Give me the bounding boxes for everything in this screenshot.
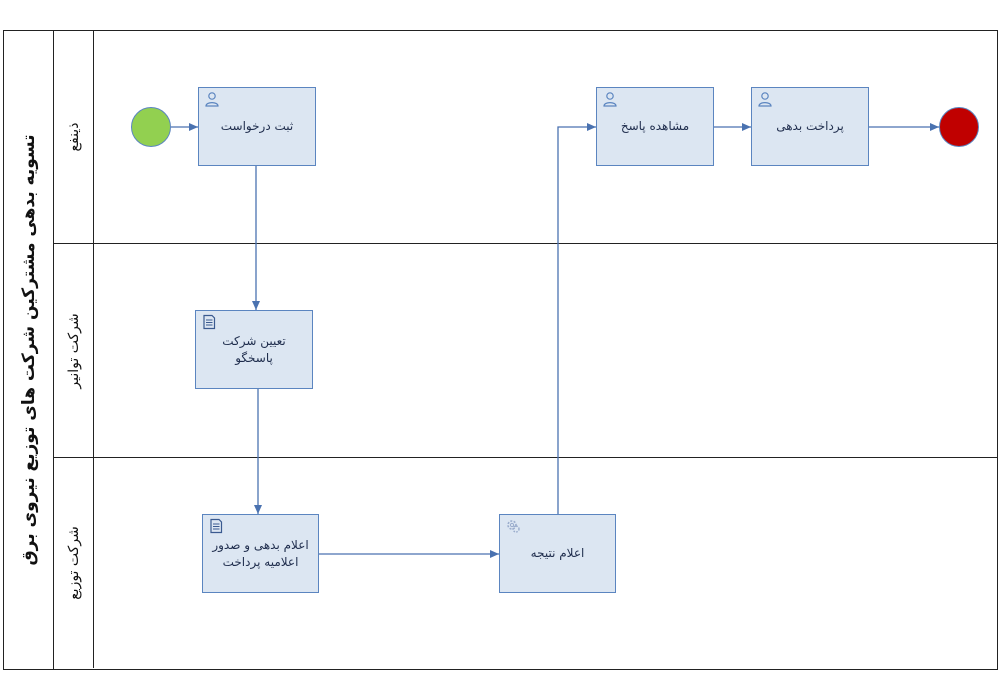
task-pay-debt[interactable]: پرداخت بدهی — [751, 87, 869, 166]
end-event[interactable] — [939, 107, 979, 147]
task-label-line2: اعلامیه پرداخت — [222, 554, 299, 569]
user-icon — [758, 92, 772, 107]
lane-header: شرکت توانیر — [54, 244, 94, 457]
user-icon — [205, 92, 219, 107]
task-label: اعلام نتیجه — [530, 546, 585, 561]
task-view-response[interactable]: مشاهده پاسخ — [596, 87, 714, 166]
process-pool: تسویه بدهی مشترکین شرکت های توزیع نیروی … — [3, 30, 998, 670]
task-announce-result[interactable]: اعلام نتیجه — [499, 514, 616, 593]
task-label-line1: اعلام بدهی و صدور — [212, 537, 309, 552]
task-announce-debt[interactable]: اعلام بدهی و صدور اعلامیه پرداخت — [202, 514, 319, 593]
start-event[interactable] — [131, 107, 171, 147]
lane-stakeholder: ذینفع — [54, 31, 997, 244]
lane-distribution: شرکت توزیع — [54, 458, 997, 668]
task-label: تعیین شرکت پاسخگو — [222, 333, 286, 365]
lane-header: شرکت توزیع — [54, 458, 94, 668]
user-icon — [603, 92, 617, 107]
task-label: پرداخت بدهی — [776, 119, 844, 134]
gear-icon — [507, 520, 520, 533]
script-icon — [203, 314, 216, 330]
task-label: مشاهده پاسخ — [620, 119, 690, 134]
task-assign-company[interactable]: تعیین شرکت پاسخگو — [195, 310, 313, 389]
lane-tavanir: شرکت توانیر — [54, 244, 997, 458]
lane-header: ذینفع — [54, 31, 94, 243]
task-register-request[interactable]: ثبت درخواست — [198, 87, 316, 166]
script-icon — [210, 518, 223, 534]
flow-result-to-view — [557, 123, 596, 515]
pool-header: تسویه بدهی مشترکین شرکت های توزیع نیروی … — [4, 31, 54, 669]
task-label: ثبت درخواست — [220, 119, 294, 134]
